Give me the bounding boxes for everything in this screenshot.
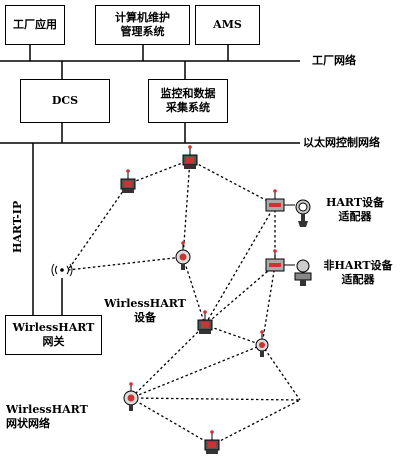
non-hart-adapter-label: 非HART设备 适配器 [318,259,398,287]
field-transmitter-icon [204,430,220,454]
dcs-box: DCS [20,79,110,123]
gateway-label-line2: 网关 [42,335,65,348]
plant-network-label: 工厂网络 [312,54,356,67]
flow-meter-icon [294,259,312,286]
field-transmitter-icon [120,169,136,193]
wirelesshart-device-label: WirlessHART 设备 [100,297,190,325]
ams-box: AMS [195,5,260,45]
gateway-label-line1: WirlessHART [12,321,95,334]
dcs-label: DCS [51,94,79,107]
non-hart-adapter-label-line2: 适配器 [341,273,375,286]
hart-adapter-icon [265,249,295,272]
pressure-transmitter-icon [255,330,269,357]
scada-label-line2: 采集系统 [166,101,210,114]
hart-adapter-label-line1: HART设备 [325,196,385,209]
hart-adapter-label-line2: 适配器 [338,210,372,223]
mesh-links [67,159,301,446]
scada-box: 监控和数据 采集系统 [148,79,228,123]
antenna-icon [51,263,73,277]
field-transmitter-icon [197,310,213,334]
wh-device-label-line1: WirlessHART [104,297,186,310]
non-hart-adapter-label-line1: 非HART设备 [323,259,393,272]
hart-adapter-label: HART设备 适配器 [320,196,390,224]
ethernet-network-label: 以太网控制网络 [303,136,380,149]
scada-label-line1: 监控和数据 [160,87,216,100]
wh-device-label-line2: 设备 [134,311,156,324]
pressure-transmitter-icon [295,199,311,227]
pressure-transmitter-icon [123,382,139,411]
wirelesshart-gateway-box: WirlessHART 网关 [5,315,102,355]
asset-management-label-line2: 管理系统 [120,25,165,38]
ams-label: AMS [213,18,242,31]
wirelesshart-mesh-label: WirlessHART 网状网络 [6,403,88,431]
field-transmitter-icon [182,145,198,169]
asset-management-label-line1: 计算机维护 [115,11,170,24]
hart-ip-label: HART-IP [11,200,24,253]
mesh-label-line1: WirlessHART [6,403,88,416]
mesh-label-line2: 网状网络 [6,417,50,430]
factory-application-label: 工厂应用 [13,18,57,31]
asset-management-box: 计算机维护 管理系统 [95,5,190,45]
factory-application-box: 工厂应用 [5,5,65,45]
hart-adapter-icon [265,189,295,212]
pressure-transmitter-icon [175,241,191,270]
